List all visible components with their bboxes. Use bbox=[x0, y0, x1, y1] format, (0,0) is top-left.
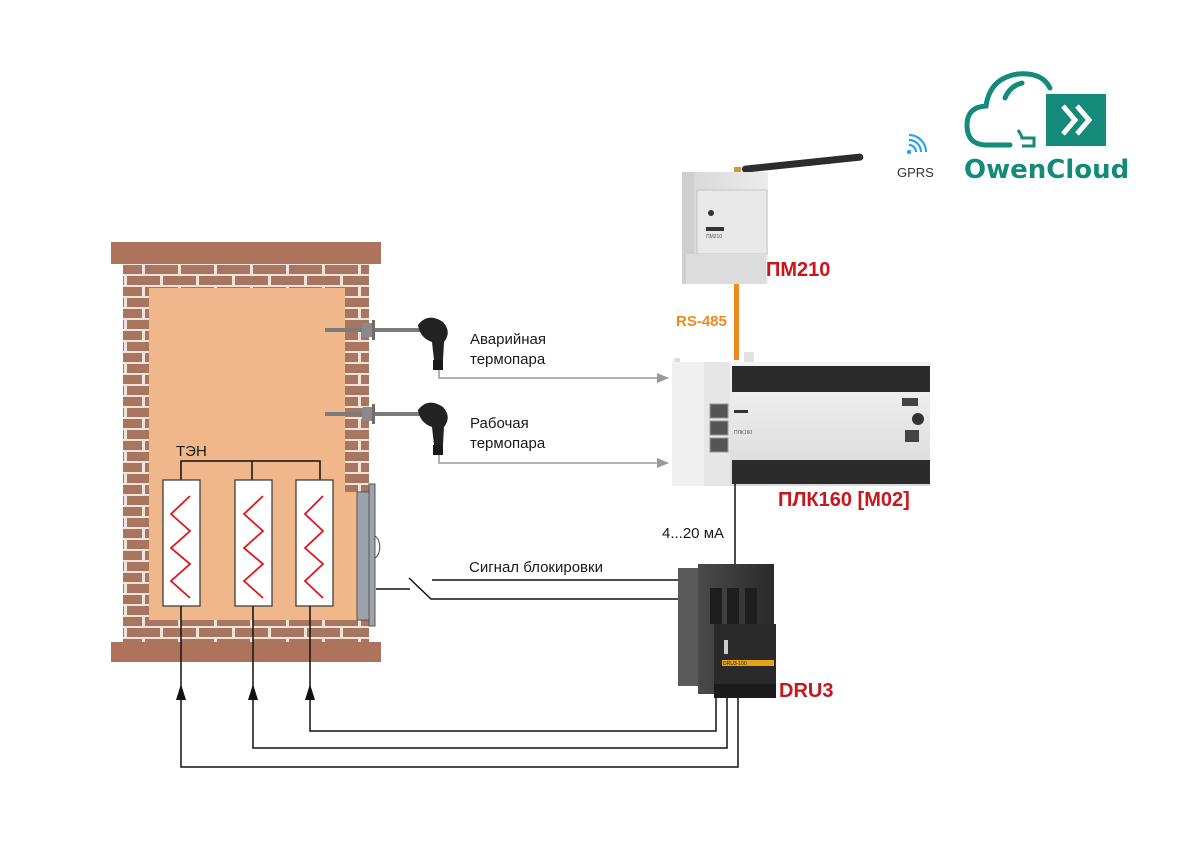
analog-signal-label: 4...20 мА bbox=[662, 525, 724, 542]
modem-pm210: ПМ210 bbox=[682, 153, 864, 284]
plc-switch bbox=[912, 413, 924, 425]
plc-label: ПЛК160 [М02] bbox=[778, 489, 910, 511]
block-signal-label: Сигнал блокировки bbox=[469, 559, 603, 576]
thermocouple-emergency bbox=[325, 317, 448, 370]
furnace-top-cap bbox=[111, 242, 381, 264]
sensor-1-label-line1: Аварийная bbox=[470, 331, 546, 348]
heater-label: ТЭН bbox=[176, 443, 207, 460]
sensor-1-label-line2: термопара bbox=[470, 351, 546, 368]
plc-usb-port bbox=[902, 398, 918, 406]
gprs-link: GPRS bbox=[897, 133, 934, 180]
dru3-orange-label bbox=[722, 660, 774, 666]
sensor-2-label-line1: Рабочая bbox=[470, 415, 529, 432]
owencloud-logo: OwenCloud bbox=[964, 71, 1129, 185]
plc-bottom-terminals bbox=[732, 460, 930, 484]
wifi-signal-icon bbox=[906, 133, 928, 155]
door-limit-switch-icon bbox=[374, 535, 381, 559]
furnace-door-inner bbox=[356, 491, 370, 621]
dru3-label: DRU3 bbox=[779, 680, 833, 702]
modem-label: ПМ210 bbox=[766, 259, 830, 281]
sensor-2-label-line2: термопара bbox=[470, 435, 546, 452]
modem-face-text: ПМ210 bbox=[706, 234, 722, 240]
dru3-display bbox=[724, 640, 728, 654]
arrow-up-icon bbox=[176, 684, 186, 700]
plug-icon bbox=[1016, 129, 1036, 148]
sensor-2-wire bbox=[438, 455, 669, 468]
furnace-bottom-wall bbox=[123, 620, 357, 642]
thermocouple-head-icon bbox=[418, 317, 448, 360]
double-chevron-icon bbox=[1061, 104, 1093, 136]
plc-top-terminals bbox=[732, 366, 930, 392]
furnace-door bbox=[368, 483, 376, 627]
rs485-cable bbox=[734, 284, 739, 360]
owen-logo bbox=[706, 227, 724, 231]
rs485-label: RS-485 bbox=[676, 313, 727, 330]
thermocouple-head-icon bbox=[418, 402, 448, 445]
block-signal-wire-bottom bbox=[376, 577, 680, 600]
dru3-face-text: DRU3-100 bbox=[723, 661, 747, 667]
arrow-up-icon bbox=[248, 684, 258, 700]
dru3-power-controller: DRU3-100 bbox=[678, 564, 776, 698]
heater-coil-icon bbox=[242, 495, 265, 599]
plc-ethernet-port-3 bbox=[709, 437, 729, 453]
heater-1 bbox=[162, 479, 201, 607]
heater-3 bbox=[295, 479, 334, 607]
plc-face-text: ПЛК160 bbox=[734, 430, 752, 436]
power-wire-3 bbox=[309, 690, 717, 732]
modem-button bbox=[708, 210, 714, 216]
arrow-up-icon bbox=[305, 684, 315, 700]
furnace: ТЭН bbox=[111, 242, 381, 662]
antenna bbox=[741, 153, 864, 173]
sensor-1-wire bbox=[438, 370, 669, 383]
cloud-icon bbox=[964, 71, 1053, 148]
plc-ethernet-port-2 bbox=[709, 420, 729, 436]
furnace-bottom-cap bbox=[111, 642, 381, 662]
gprs-label: GPRS bbox=[897, 165, 934, 180]
thermocouple-working bbox=[325, 402, 448, 455]
owencloud-brand-name: OwenCloud bbox=[964, 155, 1129, 185]
heater-2 bbox=[234, 479, 273, 607]
heater-bus-wire bbox=[180, 460, 321, 480]
plc160: ПЛК160 bbox=[672, 352, 930, 486]
owen-logo bbox=[734, 410, 748, 413]
plc-ethernet-port-1 bbox=[709, 403, 729, 419]
heater-coil-icon bbox=[169, 495, 192, 599]
heater-coil-icon bbox=[303, 495, 325, 599]
power-wire-1 bbox=[180, 690, 739, 768]
power-wire-2 bbox=[252, 690, 728, 749]
